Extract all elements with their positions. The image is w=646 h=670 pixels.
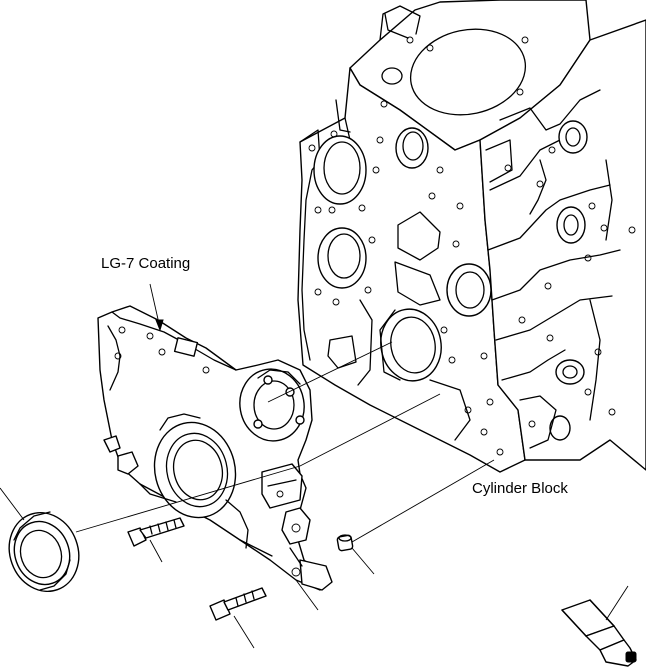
coating-label: LG-7 Coating <box>101 255 191 272</box>
front-cover <box>97 305 333 591</box>
oil-seal <box>8 511 80 593</box>
cylinder-block-label: Cylinder Block <box>472 480 568 497</box>
block-bolt-holes <box>308 100 504 456</box>
bolt-lower <box>209 587 267 621</box>
leader-lines <box>0 283 629 649</box>
dowel-pin <box>336 534 354 552</box>
bolt-upper <box>127 517 185 547</box>
installer-tool <box>561 599 637 667</box>
cylinder-block <box>297 0 646 473</box>
